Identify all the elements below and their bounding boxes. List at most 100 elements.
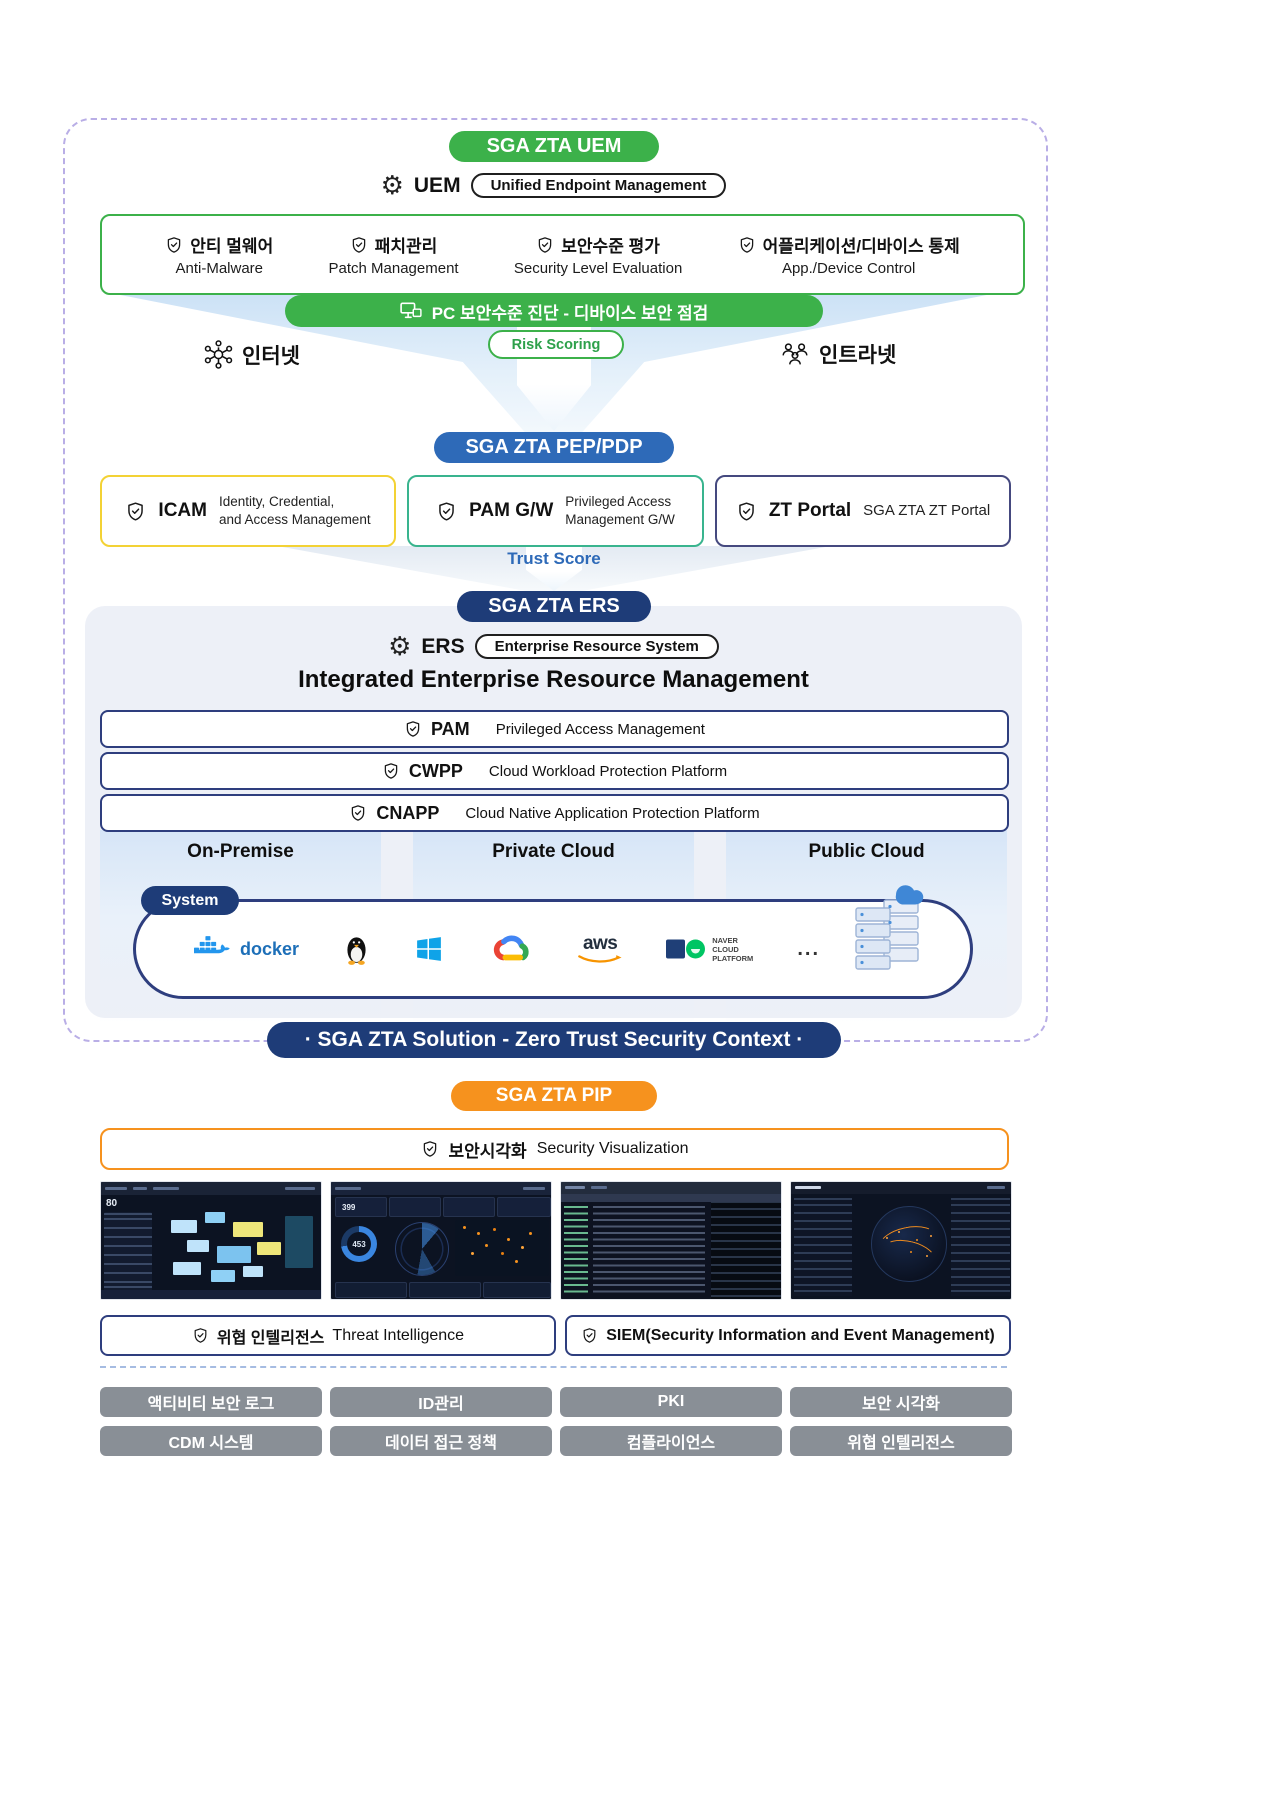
decor-dash — [335, 1187, 361, 1190]
visualization-kr-label: 보안시각화 — [448, 1141, 527, 1161]
icam-desc-line1: Identity, Credential, — [218, 494, 335, 510]
pam-gw-box: PAM G/W Privileged Access Management G/W — [407, 475, 704, 547]
env-label: Public Cloud — [808, 841, 925, 862]
stat-tile — [497, 1197, 551, 1217]
internet-label: 인터넷 — [203, 339, 300, 370]
topology-node — [243, 1266, 263, 1277]
chip-label: 액티비티 보안 로그 — [147, 1396, 275, 1413]
aws-wordmark: aws — [582, 932, 618, 954]
naver-cloud-logo: NAVER CLOUD PLATFORM — [666, 936, 753, 963]
linux-logo — [343, 934, 370, 965]
risk-scoring-pill: Risk Scoring — [488, 330, 624, 359]
chip-label: CDM 시스템 — [168, 1435, 254, 1452]
sidebar-list-panel — [104, 1212, 152, 1292]
feature-title-row: 안티 멀웨어 — [165, 232, 273, 257]
internet-text: 인터넷 — [242, 344, 300, 368]
trust-score-text: Trust Score — [507, 549, 601, 568]
ers-fullname-pill: Enterprise Resource System — [474, 634, 719, 659]
windows-icon — [417, 937, 441, 961]
row-desc: Cloud Native Application Protection Plat… — [465, 804, 760, 822]
topology-node — [217, 1246, 251, 1263]
row-name: PAM — [431, 718, 470, 739]
feature-en-label: Patch Management — [328, 260, 459, 277]
ers-title-row: ERS Enterprise Resource System — [100, 633, 1007, 660]
world-map — [455, 1220, 549, 1276]
feature-kr-label: 어플리케이션/디바이스 통제 — [762, 237, 960, 256]
icam-name: ICAM — [158, 500, 207, 521]
chip-label: PKI — [657, 1393, 685, 1410]
docker-logo: docker — [194, 934, 299, 964]
network-icon — [204, 340, 233, 369]
shield-check-icon — [740, 236, 753, 253]
chip-cdm-system: CDM 시스템 — [100, 1426, 322, 1456]
pam-gw-name: PAM G/W — [469, 500, 554, 521]
screenshot-header — [331, 1182, 551, 1195]
feature-en-label: Security Level Evaluation — [513, 260, 683, 277]
ellipsis-label: ... — [797, 937, 820, 960]
naver-line: NAVER — [712, 935, 738, 945]
bottom-tile — [483, 1282, 551, 1298]
log-message-column — [593, 1206, 705, 1296]
uem-abbr: UEM — [413, 173, 461, 197]
zt-portal-name: ZT Portal — [768, 500, 852, 521]
dashboard-screenshot-logs — [560, 1181, 782, 1300]
globe-dots — [886, 1237, 888, 1239]
feature-app-device-control: 어플리케이션/디바이스 통제 App./Device Control — [738, 232, 960, 277]
decor-dash — [523, 1187, 545, 1190]
naver-line: CLOUD — [712, 944, 739, 954]
pip-section-pill: SGA ZTA PIP — [451, 1081, 657, 1111]
intranet-text: 인트라넷 — [819, 344, 897, 367]
screenshot-footer — [101, 1290, 321, 1299]
metric-value: 399 — [342, 1203, 356, 1212]
bottom-tile — [409, 1282, 481, 1298]
google-cloud-icon — [493, 935, 529, 961]
pc-security-check-bar: PC 보안수준 진단 - 디바이스 보안 점검 — [285, 295, 823, 327]
ers-heading: Integrated Enterprise Resource Managemen… — [100, 666, 1007, 694]
chip-label: 컴플라이언스 — [626, 1435, 716, 1452]
donut-chart: 453 — [341, 1226, 377, 1262]
screenshot-header — [791, 1182, 1011, 1194]
gear-icon — [381, 172, 404, 199]
topology-node — [211, 1270, 235, 1282]
env-label: Private Cloud — [492, 841, 615, 862]
env-label: On-Premise — [187, 841, 294, 862]
icam-box: ICAM Identity, Credential, and Access Ma… — [100, 475, 396, 547]
decor-dash — [133, 1187, 147, 1190]
feature-en-label: App./Device Control — [781, 260, 916, 277]
chip-label: 위협 인텔리전스 — [847, 1435, 955, 1452]
chip-activity-security-log: 액티비티 보안 로그 — [100, 1387, 322, 1417]
ers-heading-text: Integrated Enterprise Resource Managemen… — [298, 666, 809, 693]
chip-label: 데이터 접근 정책 — [385, 1435, 497, 1452]
topology-node — [233, 1222, 263, 1237]
tux-penguin-icon — [347, 936, 366, 965]
shield-check-icon — [583, 1328, 596, 1343]
zt-portal-box: ZT Portal SGA ZTA ZT Portal — [715, 475, 1011, 547]
shield-check-icon — [352, 236, 366, 253]
system-logos-container: docker aws NAVER CLOUD PLATFORM ... — [133, 885, 973, 999]
topology-node — [187, 1240, 209, 1252]
uem-section-pill-label: SGA ZTA UEM — [486, 135, 622, 157]
aws-smile-icon — [578, 954, 622, 963]
naver-cloud-icon — [666, 939, 706, 959]
trust-score-label: Trust Score — [454, 549, 654, 569]
ers-abbr: ERS — [421, 634, 465, 658]
shield-check-icon — [439, 501, 454, 521]
uem-fullname-label: Unified Endpoint Management — [490, 177, 707, 194]
siem-label: SIEM(Security Information and Event Mana… — [606, 1326, 995, 1344]
shield-check-icon — [352, 805, 365, 821]
feature-patch-management: 패치관리 Patch Management — [329, 232, 459, 277]
decor-dash — [987, 1186, 1005, 1189]
threat-intelligence-box: 위협 인텔리전스 Threat Intelligence — [100, 1315, 556, 1356]
docker-wordmark: docker — [240, 938, 300, 959]
security-visualization-box: 보안시각화 Security Visualization — [100, 1128, 1009, 1170]
siem-box: SIEM(Security Information and Event Mana… — [565, 1315, 1011, 1356]
pip-section-pill-label: SGA ZTA PIP — [495, 1085, 613, 1106]
ers-section-pill: SGA ZTA ERS — [457, 591, 651, 622]
feature-kr-label: 보안수준 평가 — [561, 237, 660, 256]
icam-desc: Identity, Credential, and Access Managem… — [219, 493, 371, 528]
uem-fullname-pill: Unified Endpoint Management — [470, 173, 727, 198]
feature-anti-malware: 안티 멀웨어 Anti-Malware — [165, 232, 273, 277]
pam-gw-desc: Privileged Access Management G/W — [565, 493, 675, 528]
map-dots — [463, 1226, 466, 1229]
